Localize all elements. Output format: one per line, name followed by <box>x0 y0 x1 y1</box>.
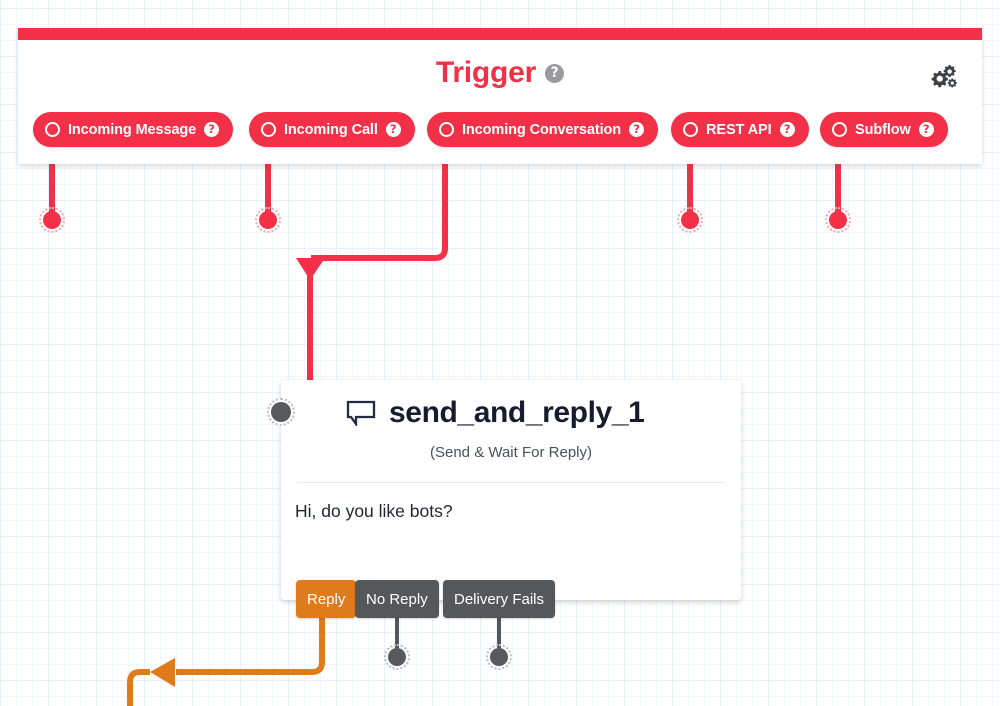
trigger-pill-label: Incoming Message <box>68 121 197 138</box>
node-title: send_and_reply_1 <box>389 396 645 429</box>
gears-icon[interactable] <box>926 62 960 96</box>
connector-endpoint[interactable] <box>825 207 851 233</box>
outcome-button-label: Delivery Fails <box>454 590 545 608</box>
radio-circle-icon <box>683 122 698 137</box>
outcome-button-reply[interactable]: Reply <box>296 580 357 618</box>
help-icon[interactable]: ? <box>779 122 795 137</box>
outcome-button-no-reply[interactable]: No Reply <box>355 580 439 618</box>
radio-circle-icon <box>261 122 276 137</box>
help-icon[interactable]: ? <box>545 63 565 83</box>
node-header: send_and_reply_1 <box>281 380 741 430</box>
connector-endpoint[interactable] <box>39 207 65 233</box>
help-icon[interactable]: ? <box>629 122 645 137</box>
node-message-text: Hi, do you like bots? <box>295 501 453 521</box>
outcome-button-delivery-fails[interactable]: Delivery Fails <box>443 580 556 618</box>
divider <box>297 482 725 483</box>
help-icon[interactable]: ? <box>918 122 934 137</box>
trigger-pill-incoming-call[interactable]: Incoming Call ? <box>249 112 415 147</box>
trigger-pill-subflow[interactable]: Subflow ? <box>820 112 948 147</box>
help-icon[interactable]: ? <box>204 122 220 137</box>
trigger-pill-label: REST API <box>706 121 772 138</box>
radio-circle-icon <box>439 122 454 137</box>
node-card-send-and-reply[interactable]: send_and_reply_1 (Send & Wait For Reply)… <box>267 380 741 600</box>
page-title: Trigger <box>435 56 537 89</box>
trigger-pill-incoming-conversation[interactable]: Incoming Conversation ? <box>427 112 659 147</box>
outcome-button-label: Reply <box>307 590 346 608</box>
trigger-pill-rest-api[interactable]: REST API ? <box>671 112 809 147</box>
radio-circle-icon <box>832 122 847 137</box>
trigger-pill-label: Incoming Call <box>284 121 378 138</box>
node-input-port[interactable] <box>267 398 295 426</box>
radio-circle-icon <box>45 122 60 137</box>
trigger-pill-incoming-message[interactable]: Incoming Message ? <box>33 112 234 147</box>
outcome-button-label: No Reply <box>366 590 428 608</box>
trigger-pill-label: Incoming Conversation <box>462 121 622 138</box>
connector-endpoint[interactable] <box>486 644 512 670</box>
speech-bubble-icon <box>346 400 376 428</box>
help-icon[interactable]: ? <box>385 122 401 137</box>
node-subtitle: (Send & Wait For Reply) <box>430 444 592 461</box>
connector-endpoint[interactable] <box>677 207 703 233</box>
connector-endpoint[interactable] <box>255 207 281 233</box>
trigger-title-row: Trigger ? <box>18 56 982 90</box>
trigger-pill-label: Subflow <box>855 121 911 138</box>
connector-endpoint[interactable] <box>384 644 410 670</box>
